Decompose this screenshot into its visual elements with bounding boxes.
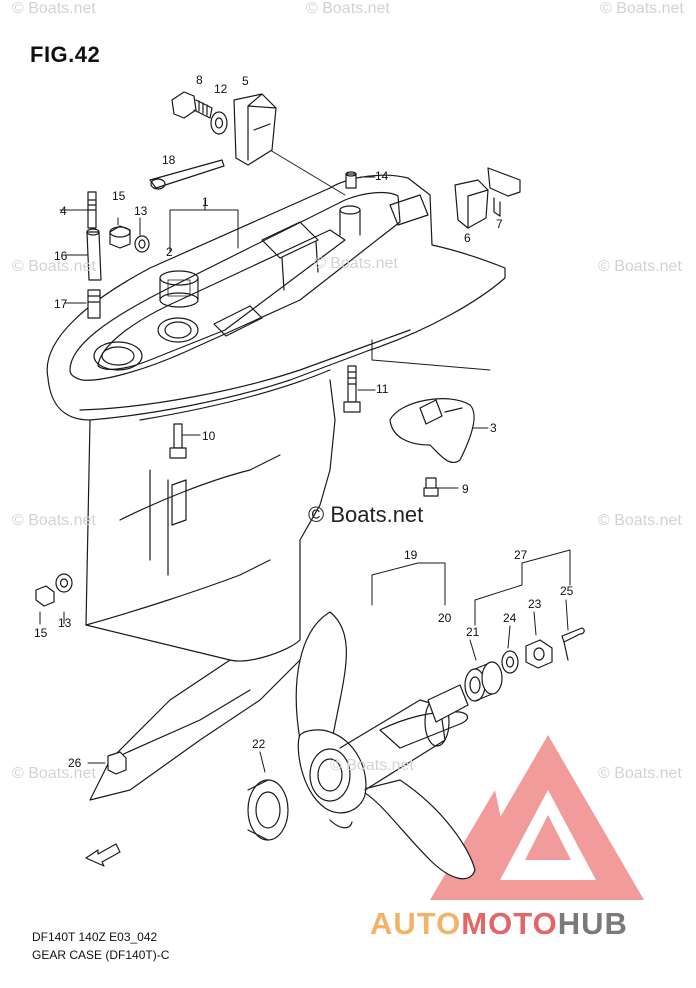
watermark-text: © Boats.net — [598, 765, 682, 782]
watermark-text: © Boats.net — [598, 512, 682, 529]
bolt-10 — [169, 423, 187, 459]
tie-18 — [149, 159, 225, 190]
plug-15 — [109, 225, 131, 249]
watermark-text: © Boats.net — [598, 258, 682, 275]
fwd-arrow-icon — [85, 843, 121, 867]
gasket-13 — [134, 235, 150, 253]
nut-23 — [525, 639, 553, 669]
bushing-14 — [345, 171, 357, 189]
washer-21 — [464, 661, 503, 702]
callout-1: 1 — [202, 195, 209, 209]
pin-4 — [87, 191, 97, 229]
callout-15: 15 — [112, 189, 126, 203]
callout-18: 18 — [162, 153, 176, 167]
callout-23: 23 — [528, 597, 542, 611]
callout-8: 8 — [196, 73, 203, 87]
callout-7: 7 — [496, 217, 503, 231]
brand-part-auto: AUTO — [370, 906, 462, 941]
plate-5 — [233, 93, 277, 166]
callout-22: 22 — [252, 737, 266, 751]
callout-4: 4 — [60, 204, 67, 218]
callout-25: 25 — [560, 584, 574, 598]
brand-part-moto: MOTO — [461, 906, 558, 941]
bolt-8 — [171, 91, 213, 119]
pin-17 — [87, 289, 101, 319]
callout-16: 16 — [54, 249, 68, 263]
callout-19: 19 — [404, 548, 418, 562]
watermark-center: © Boats.net — [308, 502, 424, 527]
callout-27: 27 — [514, 548, 528, 562]
figure-caption: GEAR CASE (DF140T)-C — [32, 948, 170, 962]
callout-13: 13 — [134, 204, 148, 218]
watermark-text: © Boats.net — [314, 255, 398, 272]
callout-11: 11 — [376, 382, 389, 396]
callout-14: 14 — [375, 169, 389, 183]
thrust-washer-22 — [247, 779, 289, 841]
watermark-text: © Boats.net — [12, 765, 96, 782]
callout-6: 6 — [464, 231, 471, 245]
cotter-pin-25 — [561, 627, 585, 661]
callout-24: 24 — [503, 611, 517, 625]
callout-12: 12 — [214, 82, 228, 96]
plug-26 — [107, 751, 127, 775]
bolt-11 — [343, 365, 361, 413]
propeller-19 — [295, 611, 476, 880]
callout-9: 9 — [462, 482, 469, 496]
watermark-text: © Boats.net — [306, 0, 390, 17]
callout-3: 3 — [490, 421, 497, 435]
callout-10: 10 — [202, 429, 216, 443]
washer-24 — [501, 650, 519, 674]
gear-case-housing — [46, 174, 506, 867]
watermark-text: © Boats.net — [600, 0, 684, 17]
figure-title: FIG.42 — [30, 42, 101, 67]
brand-part-hub: HUB — [557, 906, 628, 941]
anode-6 — [454, 179, 489, 229]
watermark-text: © Boats.net — [12, 258, 96, 275]
bolt-9 — [423, 477, 439, 497]
callout-13-lower: 13 — [58, 616, 72, 630]
watermark-text: © Boats.net — [12, 0, 96, 17]
plate-7 — [487, 167, 521, 217]
pipe-16 — [86, 228, 102, 281]
automotohub-logo-mark — [430, 735, 644, 900]
trim-tab-3 — [389, 398, 475, 464]
callout-26: 26 — [68, 756, 82, 770]
plug-15-lower — [35, 585, 55, 607]
washer-12 — [210, 111, 228, 135]
callout-5: 5 — [242, 74, 249, 88]
figure-code: DF140T 140Z E03_042 — [32, 930, 158, 944]
callout-21: 21 — [466, 625, 480, 639]
callout-2: 2 — [166, 245, 173, 259]
watermark-text: © Boats.net — [12, 512, 96, 529]
spacer-20 — [427, 684, 469, 723]
automotohub-logo-text: AUTOMOTOHUB — [370, 906, 628, 942]
callout-15-lower: 15 — [34, 626, 48, 640]
gasket-13-lower — [55, 573, 73, 593]
callout-20: 20 — [438, 611, 452, 625]
callout-17: 17 — [54, 297, 68, 311]
watermark-text: © Boats.net — [330, 757, 414, 774]
leader-lines — [39, 149, 571, 773]
